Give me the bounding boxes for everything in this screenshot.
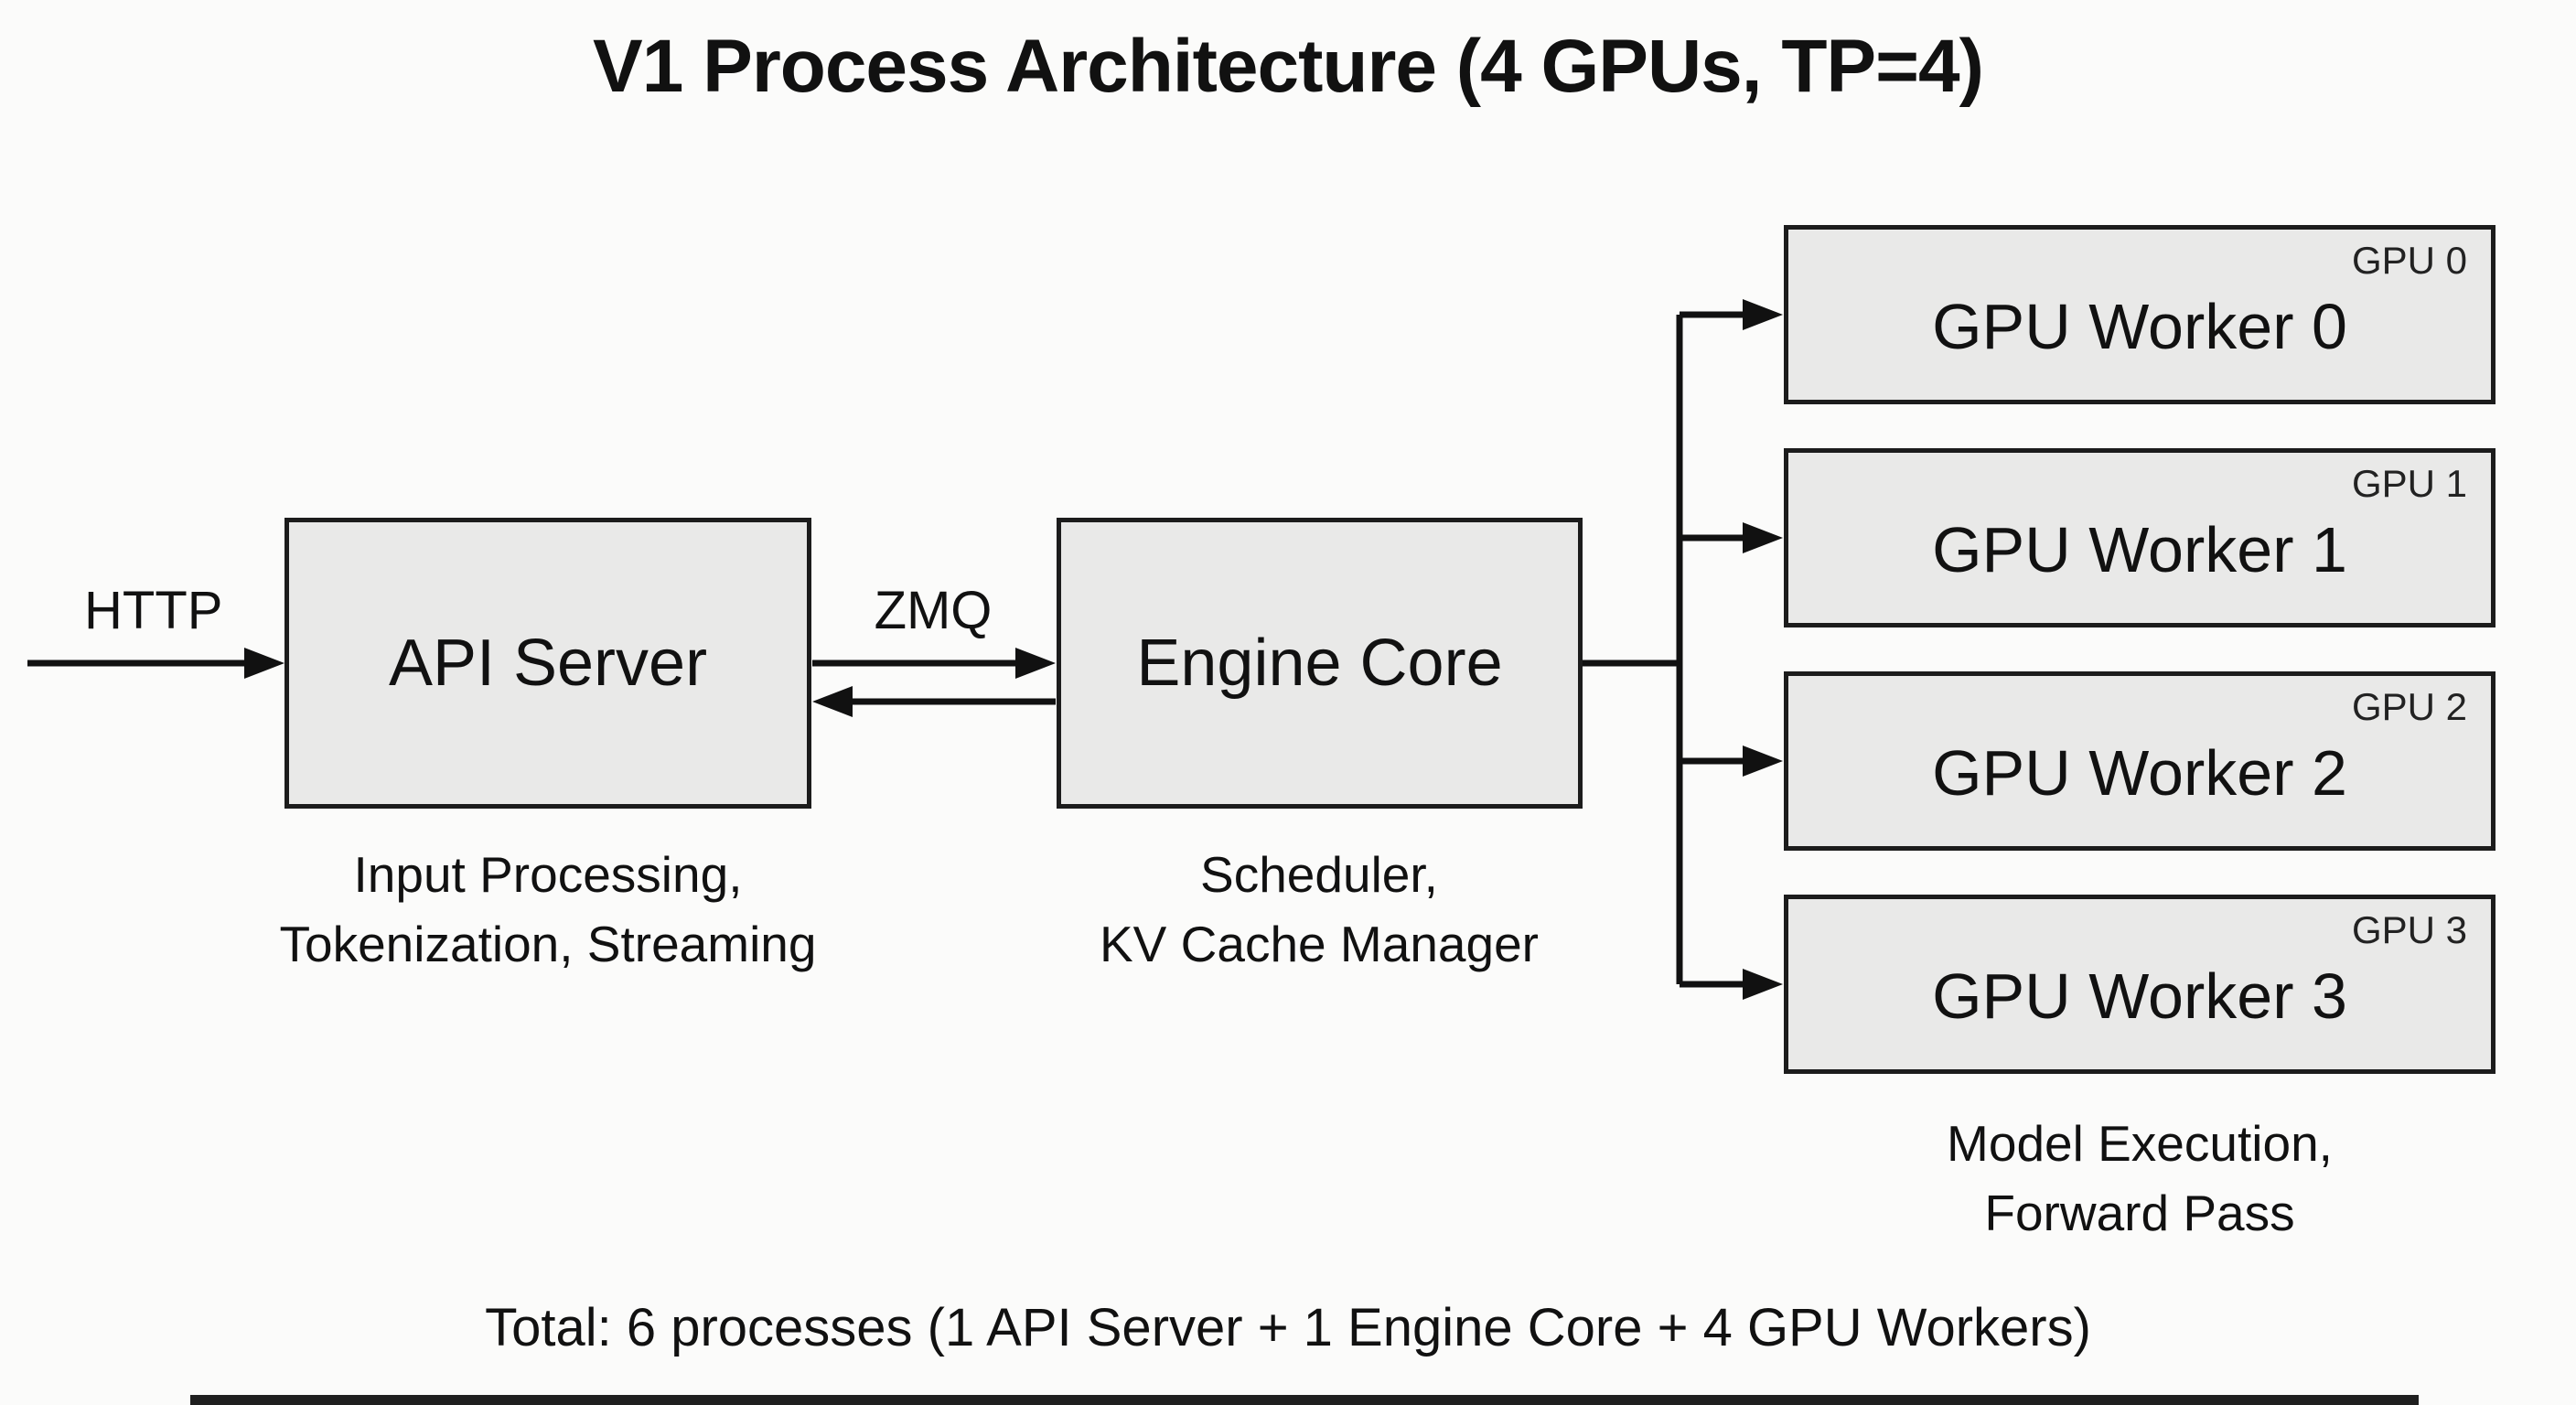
engine-core-subtitle-line1: Scheduler,: [1200, 846, 1438, 903]
api-server-subtitle: Input Processing, Tokenization, Streamin…: [127, 840, 969, 979]
gpu-2-tag: GPU 2: [2351, 685, 2467, 728]
api-server-label: API Server: [388, 627, 708, 700]
api-server-subtitle-line1: Input Processing,: [353, 846, 743, 903]
engine-core-subtitle: Scheduler, KV Cache Manager: [898, 840, 1740, 979]
zmq-label: ZMQ: [874, 581, 993, 640]
gpu-worker-1-box: GPU 1 GPU Worker 1: [1784, 448, 2496, 627]
branch-worker0-arrowhead-icon: [1743, 299, 1783, 330]
total-processes-text: Total: 6 processes (1 API Server + 1 Eng…: [485, 1298, 2091, 1357]
gpu-worker-0-box: GPU 0 GPU Worker 0: [1784, 225, 2496, 404]
gpu-worker-3-label: GPU Worker 3: [1932, 960, 2347, 1032]
engine-core-label: Engine Core: [1136, 627, 1503, 700]
gpu-workers-subtitle-line2: Forward Pass: [1984, 1185, 2295, 1241]
http-label: HTTP: [84, 581, 223, 640]
gpu-3-tag: GPU 3: [2351, 908, 2467, 951]
gpu-workers-subtitle-line1: Model Execution,: [1947, 1115, 2333, 1172]
gpu-worker-2-box: GPU 2 GPU Worker 2: [1784, 671, 2496, 851]
gpu-worker-2-label: GPU Worker 2: [1932, 737, 2347, 809]
gpu-1-tag: GPU 1: [2351, 462, 2467, 505]
page-title: V1 Process Architecture (4 GPUs, TP=4): [593, 25, 1984, 108]
branch-worker1-arrowhead-icon: [1743, 522, 1783, 553]
api-server-subtitle-line2: Tokenization, Streaming: [279, 916, 817, 972]
zmq-arrowhead-left-icon: [812, 686, 853, 717]
api-server-box: API Server: [284, 518, 811, 809]
http-arrowhead-icon: [244, 648, 284, 679]
gpu-worker-0-label: GPU Worker 0: [1932, 291, 2347, 362]
branch-worker2-arrowhead-icon: [1743, 745, 1783, 777]
gpu-0-tag: GPU 0: [2351, 239, 2467, 282]
engine-core-subtitle-line2: KV Cache Manager: [1100, 916, 1539, 972]
engine-core-box: Engine Core: [1057, 518, 1583, 809]
gpu-workers-subtitle: Model Execution, Forward Pass: [1719, 1109, 2560, 1248]
bottom-edge-bar: [190, 1395, 2419, 1405]
gpu-worker-1-label: GPU Worker 1: [1932, 514, 2347, 585]
branch-worker3-arrowhead-icon: [1743, 969, 1783, 1000]
zmq-arrowhead-right-icon: [1015, 648, 1056, 679]
gpu-worker-3-box: GPU 3 GPU Worker 3: [1784, 895, 2496, 1074]
